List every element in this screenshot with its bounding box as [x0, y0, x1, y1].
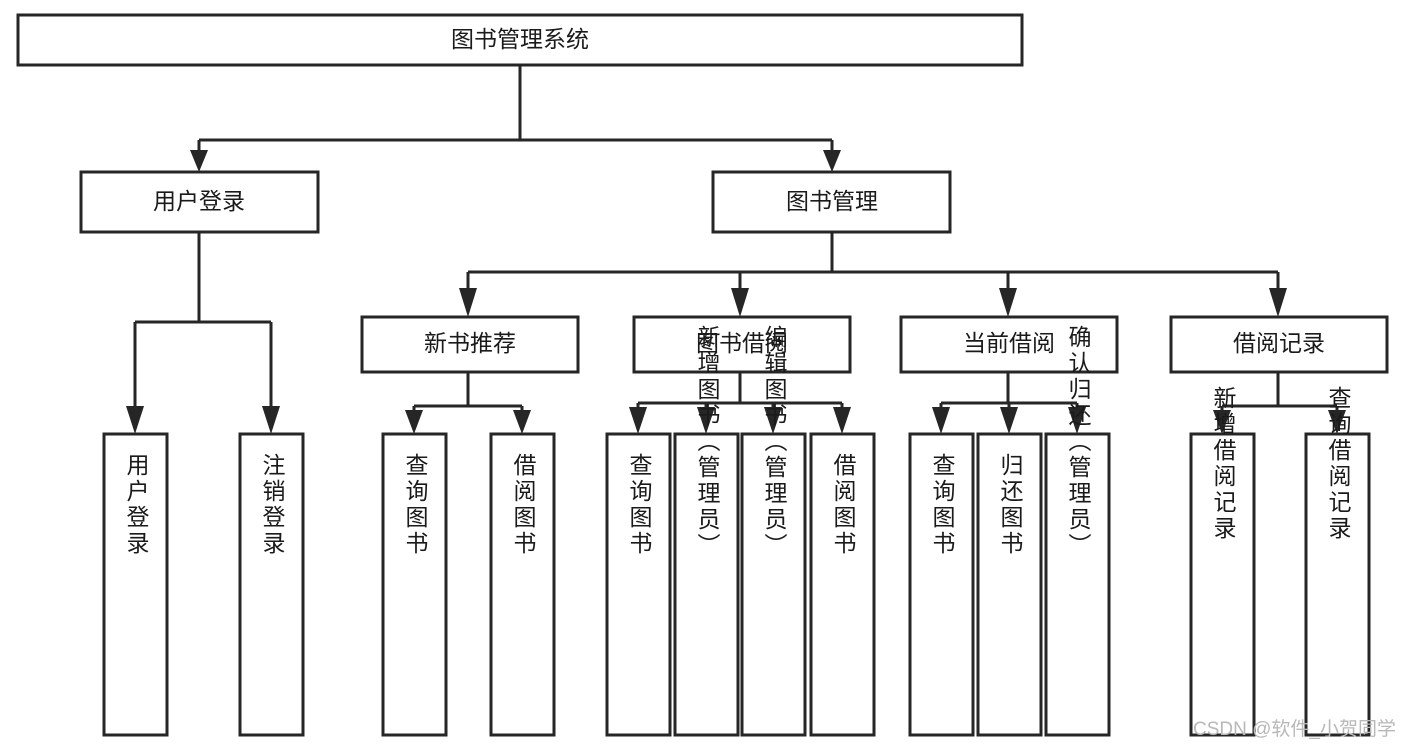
arrow-borrow-record	[1269, 288, 1287, 317]
arrow-leaf-return-book	[1000, 407, 1018, 434]
node-leaf-query-book-2[interactable]: 查询图书	[605, 432, 672, 737]
arrow-leaf-confirm-return	[1068, 407, 1086, 434]
node-new-book-recommend-box[interactable]	[360, 315, 580, 374]
arrow-leaf-query-record	[1328, 410, 1346, 434]
node-leaf-confirm-return-label: 确认归还（管理员）	[1065, 325, 1092, 559]
node-leaf-confirm-return[interactable]: 确认归还（管理员）	[1044, 325, 1111, 737]
node-borrow-record[interactable]: 借阅记录	[1169, 315, 1389, 374]
node-leaf-query-book-3-box[interactable]	[908, 432, 975, 737]
node-user-login[interactable]: 用户登录	[79, 170, 320, 234]
arrow-leaf-add-record	[1213, 410, 1231, 434]
node-user-login-box[interactable]	[79, 170, 320, 234]
node-leaf-edit-book-box[interactable]	[740, 432, 807, 737]
node-leaf-borrow-book-2-box[interactable]	[809, 432, 876, 737]
node-root-box[interactable]	[16, 13, 1024, 67]
node-leaf-borrow-book-1[interactable]: 借阅图书	[489, 432, 556, 737]
arrow-leaf-query-book-2	[629, 407, 647, 434]
arrow-leaf-edit-book	[764, 407, 782, 434]
node-root-label: 图书管理系统	[451, 26, 589, 52]
arrow-new-book-recommend	[459, 288, 477, 317]
arrow-leaf-add-book	[697, 407, 715, 434]
node-leaf-query-book-1[interactable]: 查询图书	[381, 432, 448, 737]
node-new-book-recommend-label: 新书推荐	[424, 330, 516, 356]
node-leaf-borrow-book-2-label: 借阅图书	[830, 453, 857, 557]
node-borrow-record-label: 借阅记录	[1233, 330, 1325, 356]
node-leaf-query-book-1-box[interactable]	[381, 432, 448, 737]
node-leaf-return-book-label: 归还图书	[997, 453, 1024, 557]
arrow-leaf-borrow-book-2	[833, 407, 851, 434]
node-current-borrow[interactable]: 当前借阅	[899, 315, 1119, 374]
node-leaf-query-book-2-box[interactable]	[605, 432, 672, 737]
node-book-management-box[interactable]	[711, 170, 952, 234]
node-leaf-user-login-box[interactable]	[102, 432, 169, 737]
node-leaf-return-book-box[interactable]	[976, 432, 1043, 737]
node-leaf-borrow-book-2[interactable]: 借阅图书	[809, 432, 876, 737]
node-book-borrow[interactable]: 图书借阅	[632, 315, 852, 374]
arrow-leaf-logout	[262, 406, 280, 434]
csdn-watermark: CSDN @软件_小贺同学	[1193, 718, 1396, 740]
node-current-borrow-box[interactable]	[899, 315, 1119, 374]
node-leaf-user-login-label: 用户登录	[123, 453, 150, 557]
node-leaf-add-book-box[interactable]	[673, 432, 740, 737]
node-leaf-query-book-2-label: 查询图书	[626, 453, 653, 557]
node-leaf-add-record-box[interactable]	[1189, 432, 1256, 737]
arrow-leaf-borrow-book-1	[513, 410, 531, 434]
node-leaf-query-record-box[interactable]	[1304, 432, 1371, 737]
node-book-management[interactable]: 图书管理	[711, 170, 952, 234]
node-leaf-query-record-label: 查询借阅记录	[1325, 386, 1352, 542]
node-leaf-borrow-book-1-label: 借阅图书	[510, 453, 537, 557]
arrow-leaf-query-book-1	[405, 410, 423, 434]
node-leaf-user-login[interactable]: 用户登录	[102, 432, 169, 737]
arrow-leaf-query-book-3	[932, 407, 950, 434]
node-leaf-query-book-3[interactable]: 查询图书	[908, 432, 975, 737]
node-leaf-add-record[interactable]: 新增借阅记录	[1189, 386, 1256, 737]
node-user-login-label: 用户登录	[153, 188, 245, 214]
arrow-book-borrow	[731, 288, 749, 317]
node-book-management-label: 图书管理	[786, 188, 878, 214]
node-new-book-recommend[interactable]: 新书推荐	[360, 315, 580, 374]
node-leaf-add-book[interactable]: 新增图书（管理员）	[673, 325, 740, 737]
node-leaf-edit-book-label: 编辑图书（管理员）	[761, 325, 788, 559]
node-borrow-record-box[interactable]	[1169, 315, 1389, 374]
node-leaf-query-book-1-label: 查询图书	[402, 453, 429, 557]
arrow-current-borrow	[999, 288, 1017, 317]
node-leaf-add-record-label: 新增借阅记录	[1210, 386, 1237, 542]
node-leaf-query-record[interactable]: 查询借阅记录	[1304, 386, 1371, 737]
node-leaf-query-book-3-label: 查询图书	[929, 453, 956, 557]
node-leaf-confirm-return-box[interactable]	[1044, 432, 1111, 737]
node-book-borrow-box[interactable]	[632, 315, 852, 374]
node-leaf-add-book-label: 新增图书（管理员）	[694, 325, 721, 559]
node-book-borrow-label: 图书借阅	[696, 330, 788, 356]
node-leaf-logout-box[interactable]	[238, 432, 305, 737]
node-leaf-return-book[interactable]: 归还图书	[976, 432, 1043, 737]
node-leaf-logout[interactable]: 注销登录	[238, 432, 305, 737]
node-leaf-borrow-book-1-box[interactable]	[489, 432, 556, 737]
node-leaf-logout-label: 注销登录	[259, 453, 286, 557]
node-current-borrow-label: 当前借阅	[963, 330, 1055, 356]
arrow-book-management	[823, 150, 841, 172]
connector-layer	[126, 65, 1346, 434]
node-root[interactable]: 图书管理系统	[16, 13, 1024, 67]
node-leaf-edit-book[interactable]: 编辑图书（管理员）	[740, 325, 807, 737]
arrow-leaf-user-login	[126, 406, 144, 434]
arrow-user-login	[190, 150, 208, 172]
